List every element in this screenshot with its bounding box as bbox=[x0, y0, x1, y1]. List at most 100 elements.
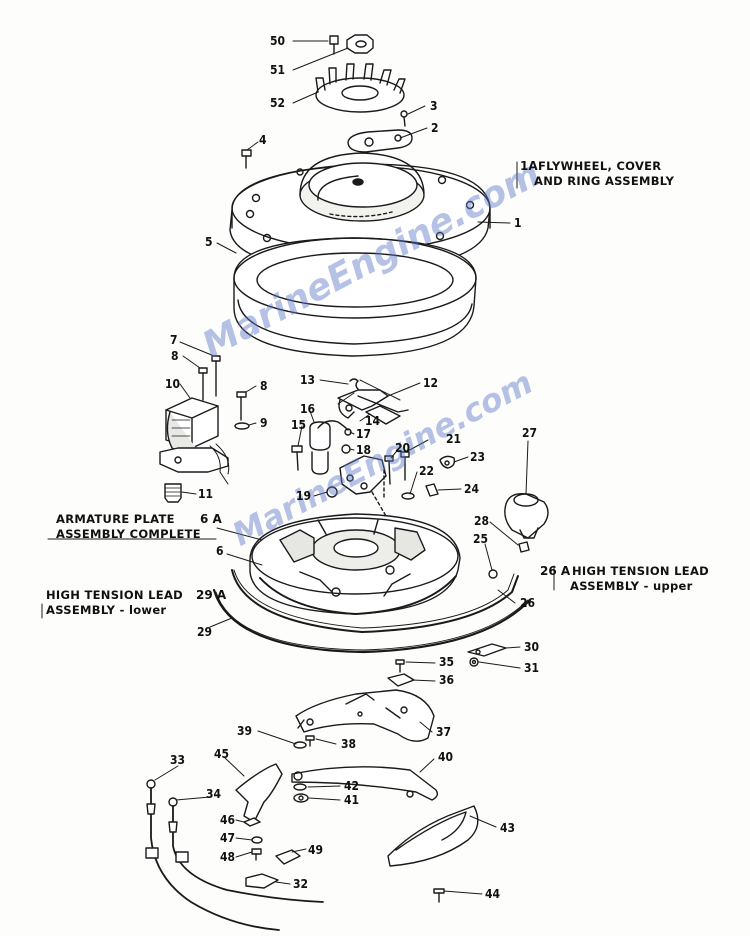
screw-50 bbox=[329, 35, 339, 55]
coil-10 bbox=[159, 397, 230, 485]
high-tension-lead-29 bbox=[212, 588, 532, 654]
flywheel-assembly-number: 1A bbox=[520, 159, 538, 173]
lead-upper-line2: ASSEMBLY - upper bbox=[570, 579, 693, 593]
callout-40: 40 bbox=[438, 750, 454, 764]
lead-lower-number: 29 A bbox=[196, 588, 227, 602]
high-tension-lead-26 bbox=[231, 569, 519, 633]
callout-39: 39 bbox=[237, 724, 253, 738]
callout-8a: 8 bbox=[171, 349, 179, 363]
callout-22: 22 bbox=[419, 464, 435, 478]
callout-26: 26 bbox=[520, 596, 536, 610]
callout-32: 32 bbox=[293, 877, 309, 891]
callout-38: 38 bbox=[341, 737, 357, 751]
screw-8a bbox=[198, 367, 208, 401]
lead-upper-number: 26 A bbox=[540, 564, 571, 578]
spark-plug-cap-11 bbox=[164, 483, 182, 503]
breaker-plate bbox=[339, 455, 387, 517]
callout-5: 5 bbox=[205, 235, 213, 249]
callout-44: 44 bbox=[485, 887, 501, 901]
callout-12: 12 bbox=[423, 376, 439, 390]
callout-51: 51 bbox=[270, 63, 286, 77]
clip-23 bbox=[439, 455, 456, 469]
callout-4: 4 bbox=[259, 133, 267, 147]
callout-1: 1 bbox=[514, 216, 522, 230]
strap-40 bbox=[291, 766, 439, 801]
contact-30 bbox=[467, 643, 507, 657]
armature-assembly-line1: ARMATURE PLATE bbox=[56, 512, 175, 526]
callout-28: 28 bbox=[474, 514, 490, 528]
callout-41: 41 bbox=[344, 793, 360, 807]
callout-52: 52 bbox=[270, 96, 286, 110]
callout-24: 24 bbox=[464, 482, 480, 496]
screw-3 bbox=[400, 110, 408, 127]
callout-7: 7 bbox=[170, 333, 178, 347]
bracket-37 bbox=[295, 689, 435, 742]
callout-25: 25 bbox=[473, 532, 489, 546]
spark-coil-27 bbox=[504, 493, 549, 539]
ring-5 bbox=[233, 237, 477, 357]
washer-39 bbox=[293, 741, 307, 749]
callout-46: 46 bbox=[220, 813, 236, 827]
screw-31 bbox=[469, 657, 479, 667]
lead-upper-line1: HIGH TENSION LEAD bbox=[572, 564, 709, 578]
callout-3: 3 bbox=[430, 99, 438, 113]
flywheel-assembly-line2: AND RING ASSEMBLY bbox=[534, 174, 675, 188]
screw-7 bbox=[211, 355, 221, 397]
lead-lower-line2: ASSEMBLY - lower bbox=[46, 603, 167, 617]
plate-2 bbox=[347, 129, 413, 153]
callout-8b: 8 bbox=[260, 379, 268, 393]
spring-13 bbox=[349, 378, 359, 390]
callout-37: 37 bbox=[436, 725, 452, 739]
screw-8b bbox=[236, 391, 247, 421]
callout-31: 31 bbox=[524, 661, 540, 675]
screw-18 bbox=[341, 444, 351, 454]
callout-19: 19 bbox=[296, 489, 312, 503]
callout-29: 29 bbox=[197, 625, 213, 639]
screw-15 bbox=[291, 445, 303, 471]
callout-17: 17 bbox=[356, 427, 372, 441]
callout-18: 18 bbox=[356, 443, 372, 457]
screw-20 bbox=[384, 455, 394, 485]
callout-20: 20 bbox=[395, 441, 411, 455]
screw-4 bbox=[241, 149, 252, 169]
block-24 bbox=[425, 483, 439, 497]
callout-49: 49 bbox=[308, 843, 324, 857]
callout-14: 14 bbox=[365, 414, 381, 428]
callout-47: 47 bbox=[220, 831, 236, 845]
armature-assembly-line2: ASSEMBLY COMPLETE bbox=[56, 527, 201, 541]
callout-50: 50 bbox=[270, 34, 286, 48]
callout-48: 48 bbox=[220, 850, 236, 864]
callout-2: 2 bbox=[431, 121, 439, 135]
grommets bbox=[145, 847, 189, 863]
callout-43: 43 bbox=[500, 821, 516, 835]
callout-13: 13 bbox=[300, 373, 316, 387]
callout-34: 34 bbox=[206, 787, 222, 801]
screw-38 bbox=[305, 735, 315, 747]
clip-46 bbox=[243, 817, 261, 827]
callout-33: 33 bbox=[170, 753, 186, 767]
nut-51 bbox=[346, 34, 374, 54]
flywheel-assembly-line1: FLYWHEEL, COVER bbox=[538, 159, 662, 173]
callout-16: 16 bbox=[300, 402, 316, 416]
callout-15: 15 bbox=[291, 418, 307, 432]
armature-assembly-number: 6 A bbox=[200, 512, 222, 526]
callout-11: 11 bbox=[198, 487, 214, 501]
washer-41 bbox=[293, 793, 309, 803]
washer-9 bbox=[234, 422, 250, 430]
callout-23: 23 bbox=[470, 450, 486, 464]
clip-32 bbox=[245, 873, 279, 889]
lead-lower-line1: HIGH TENSION LEAD bbox=[46, 588, 183, 602]
terminal-28 bbox=[518, 541, 530, 553]
starter-ratchet-52 bbox=[315, 63, 406, 113]
callout-30: 30 bbox=[524, 640, 540, 654]
callout-27: 27 bbox=[522, 426, 538, 440]
screw-44 bbox=[433, 888, 445, 903]
washer-47 bbox=[251, 836, 263, 844]
screw-48 bbox=[251, 848, 262, 861]
callout-21: 21 bbox=[446, 432, 462, 446]
callout-6: 6 bbox=[216, 544, 224, 558]
leader-lines bbox=[41, 40, 555, 895]
breaker-points-14 bbox=[365, 405, 401, 425]
